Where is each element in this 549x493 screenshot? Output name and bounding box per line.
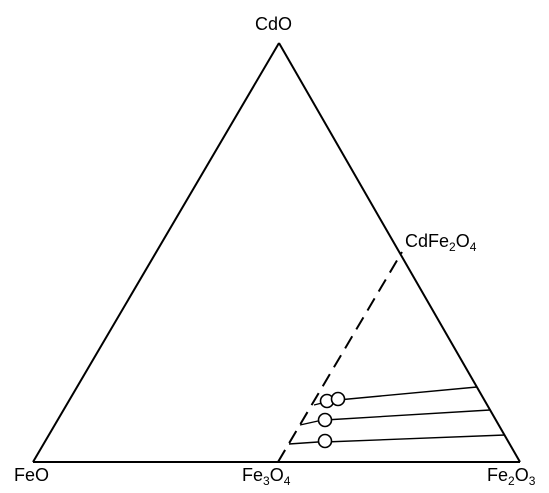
tie-line-3 <box>324 434 506 443</box>
base-point-label: Fe3O4 <box>242 465 291 488</box>
connector-3 <box>288 441 319 445</box>
data-point-circle <box>330 391 346 407</box>
vertex-label-right: Fe2O3 <box>487 465 536 488</box>
edge-point-label: CdFe2O4 <box>405 231 477 254</box>
triangle-right-edge <box>278 42 521 463</box>
tie-line-1 <box>337 386 478 401</box>
tie-line-2 <box>324 409 491 421</box>
data-point-circle <box>317 433 333 449</box>
dashed-join-line <box>277 251 403 463</box>
data-point-circle <box>317 412 333 428</box>
triangle-left-edge <box>32 42 280 463</box>
vertex-label-top: CdO <box>255 14 293 34</box>
connector-2 <box>299 420 319 426</box>
vertex-label-left: FeO <box>14 465 50 485</box>
